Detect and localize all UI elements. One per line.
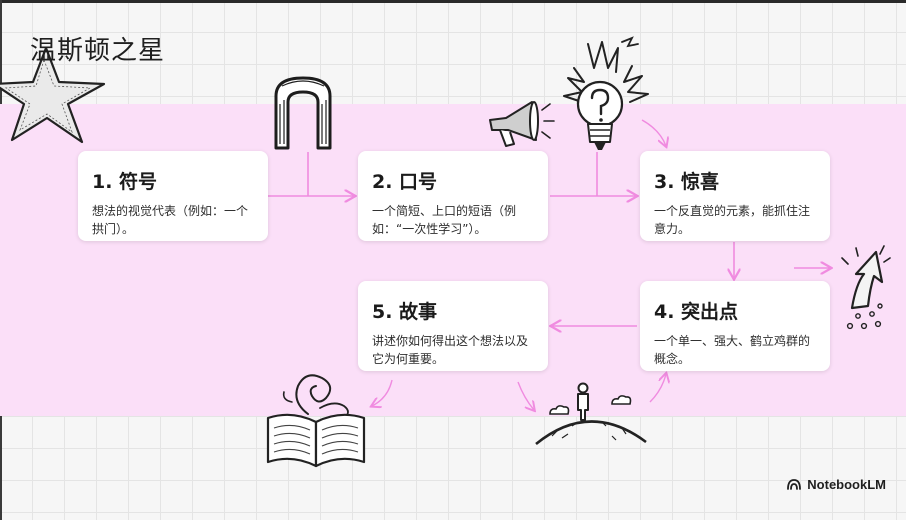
- arch-icon: [274, 76, 332, 150]
- step-description: 一个反直觉的元素，能抓住注意力。: [654, 204, 811, 236]
- person-on-hill-icon: [535, 382, 647, 446]
- rising-arrow-icon: [841, 245, 891, 330]
- step-card-salient: 4. 突出点 一个单一、强大、鹤立鸡群的概念。: [640, 281, 830, 371]
- star-icon: [0, 46, 106, 144]
- curve-hill-to-4: [649, 374, 666, 403]
- curve-bulb-to-3: [641, 119, 666, 146]
- lightbulb-icon: [563, 36, 649, 150]
- step-description: 一个简短、上口的短语（例如：“一次性学习”）。: [372, 204, 517, 236]
- notebooklm-brand: NotebookLM: [787, 477, 886, 492]
- curve-5-to-book: [372, 379, 393, 406]
- step-card-slogan: 2. 口号 一个简短、上口的短语（例如：“一次性学习”）。: [358, 151, 548, 241]
- step-title: 5. 故事: [372, 301, 438, 323]
- notebooklm-logo-icon: [787, 479, 802, 490]
- step-card-story: 5. 故事 讲述你如何得出这个想法以及它为何重要。: [358, 281, 548, 371]
- open-book-icon: [266, 374, 366, 468]
- step-card-symbol: 1. 符号 想法的视觉代表（例如：一个拱门）。: [78, 151, 268, 241]
- step-description: 想法的视觉代表（例如：一个拱门）。: [92, 204, 249, 236]
- step-title: 1. 符号: [92, 171, 158, 193]
- brand-label: NotebookLM: [807, 477, 886, 492]
- page-title: 温斯顿之星: [30, 36, 166, 66]
- step-description: 一个单一、强大、鹤立鸡群的概念。: [654, 334, 811, 366]
- step-title: 4. 突出点: [654, 301, 739, 323]
- step-card-surprise: 3. 惊喜 一个反直觉的元素，能抓住注意力。: [640, 151, 830, 241]
- step-description: 讲述你如何得出这个想法以及它为何重要。: [372, 334, 529, 366]
- curve-5-to-hill: [517, 381, 534, 410]
- step-title: 2. 口号: [372, 171, 438, 193]
- megaphone-icon: [489, 101, 555, 147]
- window-top-edge: [0, 0, 906, 3]
- step-title: 3. 惊喜: [654, 171, 720, 193]
- connector-2-3: [550, 152, 636, 196]
- connector-1-2: [268, 152, 354, 196]
